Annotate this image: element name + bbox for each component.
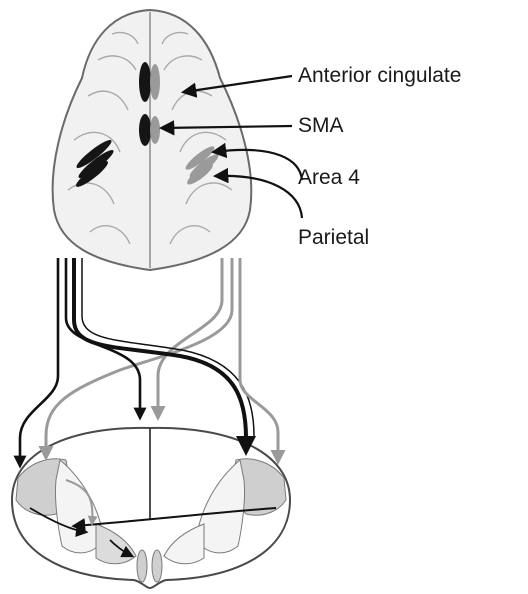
gray-tract-center [158,258,222,418]
sma-region-right [150,116,160,144]
label-parietal: Parietal [298,226,369,249]
label-sma: SMA [298,114,344,137]
label-anterior-cingulate: Anterior cingulate [298,64,461,87]
black-tract-crossing [74,258,246,452]
brain-top-view [53,10,252,270]
sma-region-left [139,114,151,146]
spinal-cord-section [12,428,290,588]
anterior-cingulate-region-left [139,62,151,102]
anterior-cingulate-region-right [150,64,160,100]
black-tract-left-lateral [20,258,58,466]
dorsal-column-right [152,550,162,582]
black-tract-center [66,258,140,418]
label-area4: Area 4 [298,166,360,189]
dorsal-column-left [137,550,147,582]
